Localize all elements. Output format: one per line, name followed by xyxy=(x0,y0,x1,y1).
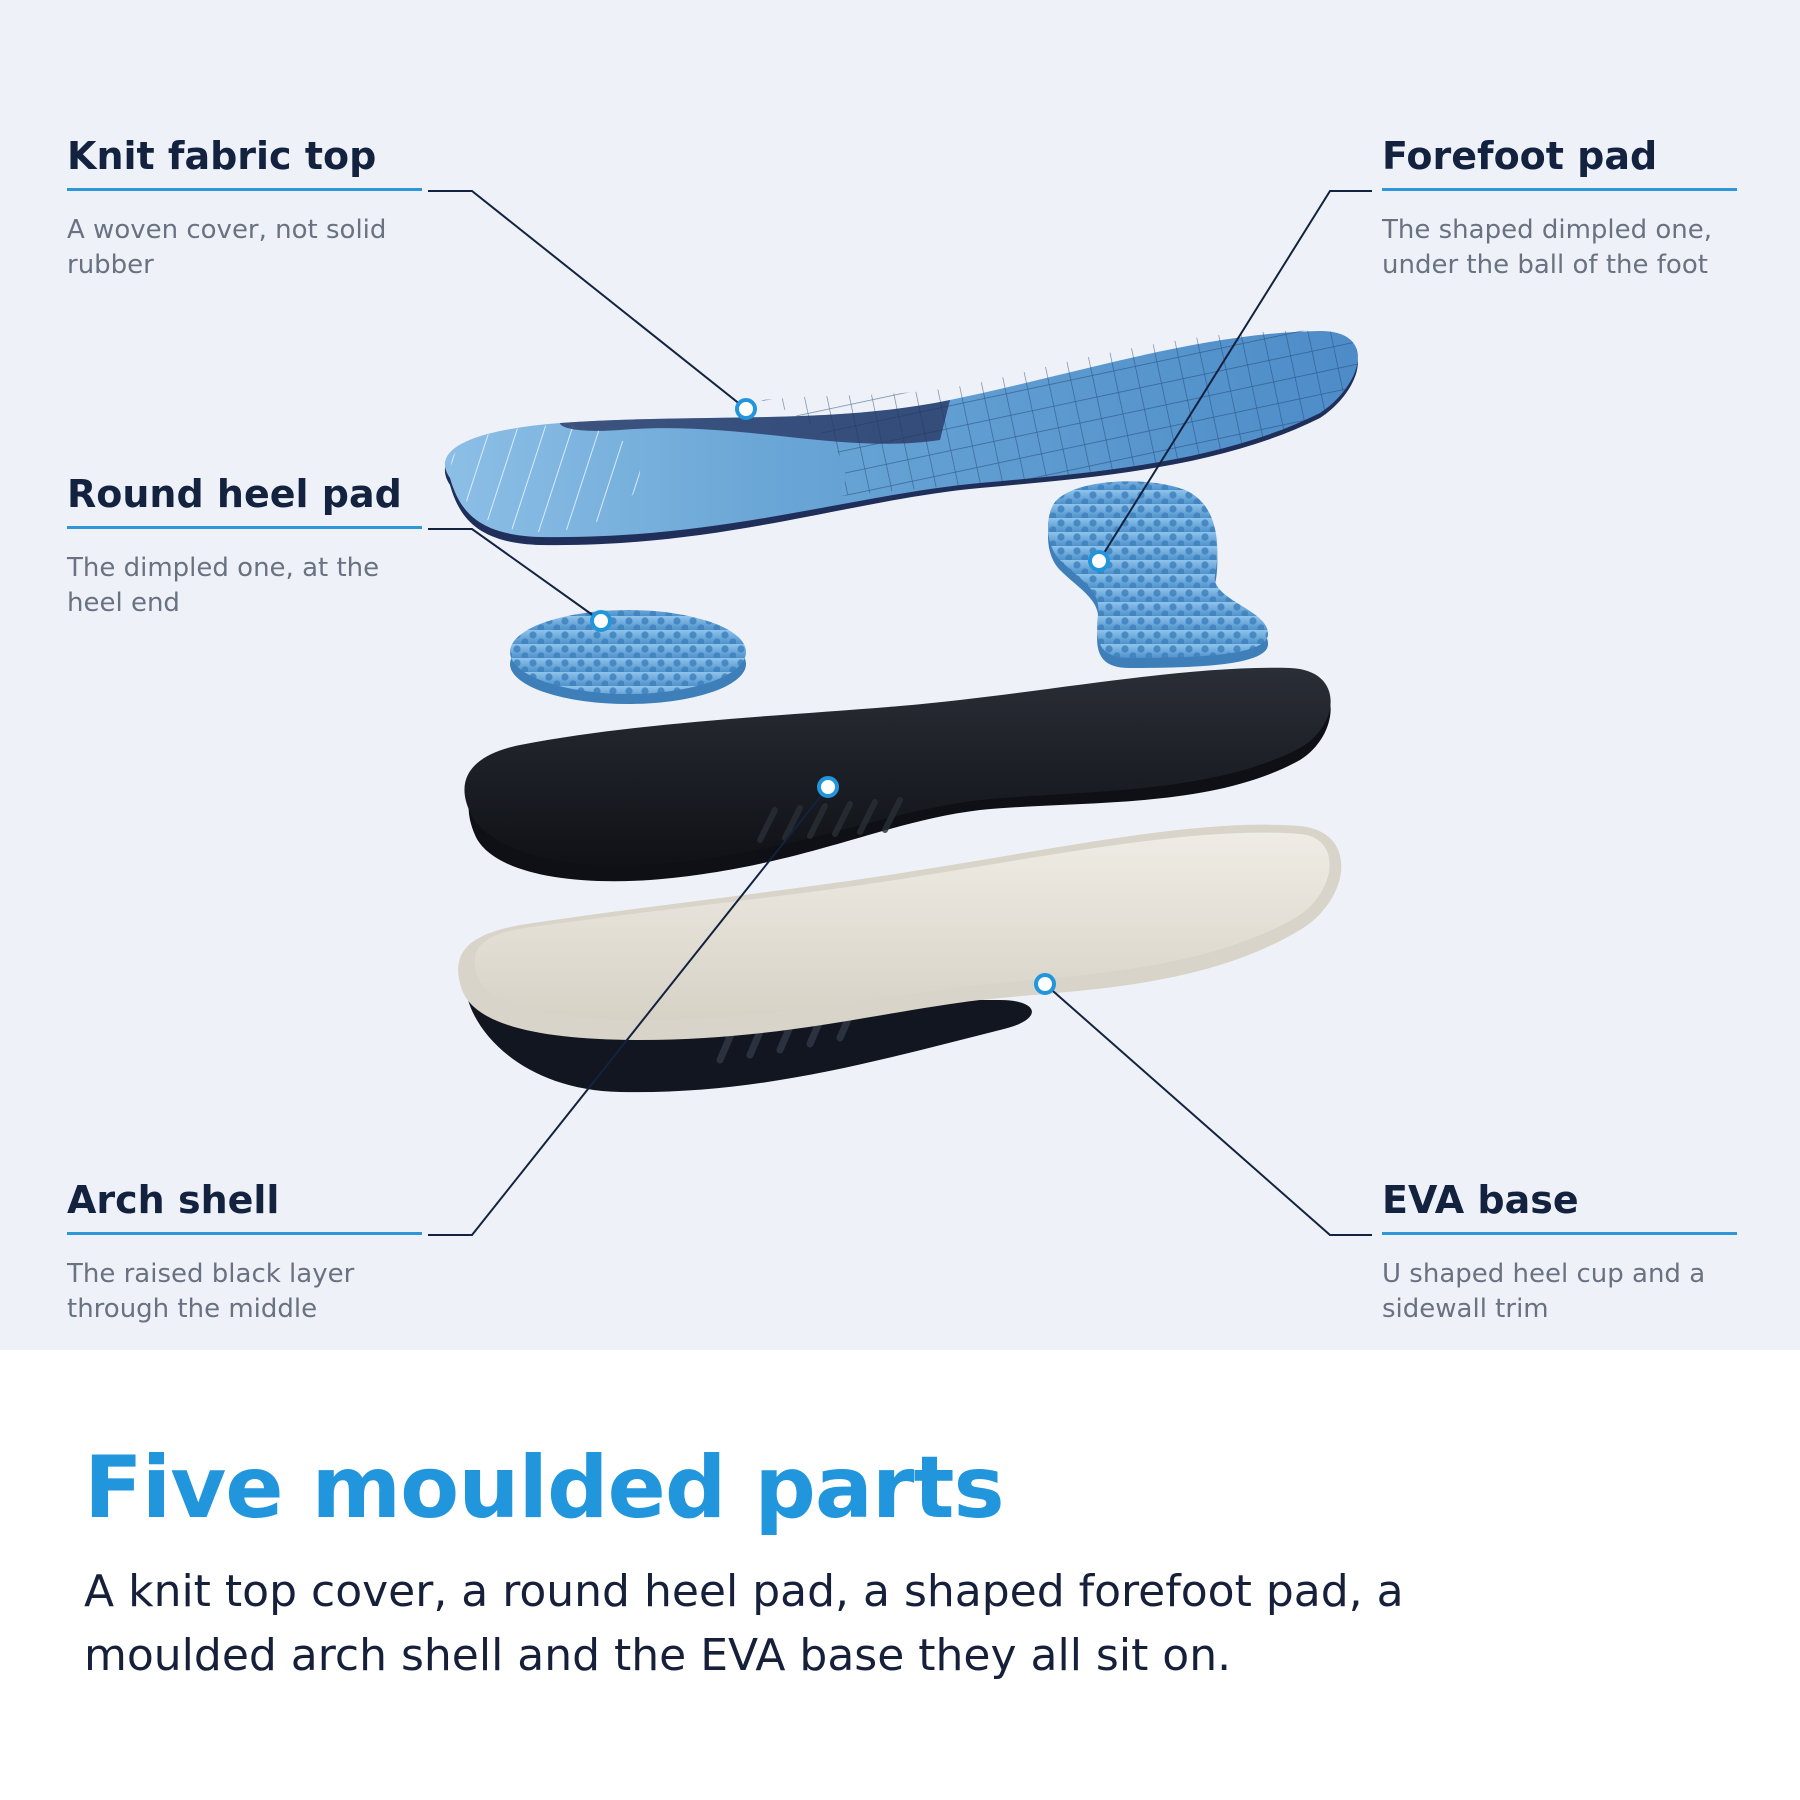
callout-title: Round heel pad xyxy=(67,473,422,529)
marker-forefoot-pad xyxy=(1088,550,1110,572)
marker-round-heel-pad xyxy=(590,610,612,632)
leader-lines xyxy=(428,190,1372,1236)
callout-knit-fabric-top: Knit fabric top A woven cover, not solid… xyxy=(67,135,422,283)
arch-shell-part xyxy=(464,667,1331,882)
marker-dots xyxy=(590,398,1110,995)
callout-title: Arch shell xyxy=(67,1179,422,1235)
callout-arch-shell: Arch shell The raised black layer throug… xyxy=(67,1179,422,1327)
callout-round-heel-pad: Round heel pad The dimpled one, at the h… xyxy=(67,473,422,621)
marker-arch-shell xyxy=(817,776,839,798)
callout-description: The raised black layer through the middl… xyxy=(67,1258,355,1324)
callout-description: U shaped heel cup and a sidewall trim xyxy=(1382,1258,1706,1324)
leader-eva-base xyxy=(1044,983,1372,1236)
leader-forefoot-pad xyxy=(1098,190,1372,562)
headline: Five moulded parts xyxy=(84,1438,1005,1538)
summary-text: A knit top cover, a round heel pad, a sh… xyxy=(84,1566,1404,1681)
insole-exploded-illustration xyxy=(428,190,1372,1236)
leader-arch-shell xyxy=(428,786,829,1236)
marker-knit-fabric-top xyxy=(735,398,757,420)
callout-description: The shaped dimpled one, under the ball o… xyxy=(1382,214,1713,280)
leader-knit-fabric-top xyxy=(428,190,747,410)
exploded-view-panel xyxy=(0,0,1800,1350)
round-heel-pad-part xyxy=(510,610,746,704)
caption-panel xyxy=(0,1350,1800,1800)
forefoot-pad-part xyxy=(1048,481,1269,668)
leader-round-heel-pad xyxy=(428,528,602,622)
callout-title: EVA base xyxy=(1382,1179,1737,1235)
callout-description: The dimpled one, at the heel end xyxy=(67,552,380,618)
callout-title: Knit fabric top xyxy=(67,135,422,191)
callout-forefoot-pad: Forefoot pad The shaped dimpled one, und… xyxy=(1382,135,1737,283)
marker-eva-base xyxy=(1034,973,1056,995)
eva-base-part xyxy=(458,824,1342,1093)
callout-eva-base: EVA base U shaped heel cup and a sidewal… xyxy=(1382,1179,1737,1327)
callout-title: Forefoot pad xyxy=(1382,135,1737,191)
knit-fabric-top-layer xyxy=(444,330,1358,546)
callout-description: A woven cover, not solid rubber xyxy=(67,214,387,280)
